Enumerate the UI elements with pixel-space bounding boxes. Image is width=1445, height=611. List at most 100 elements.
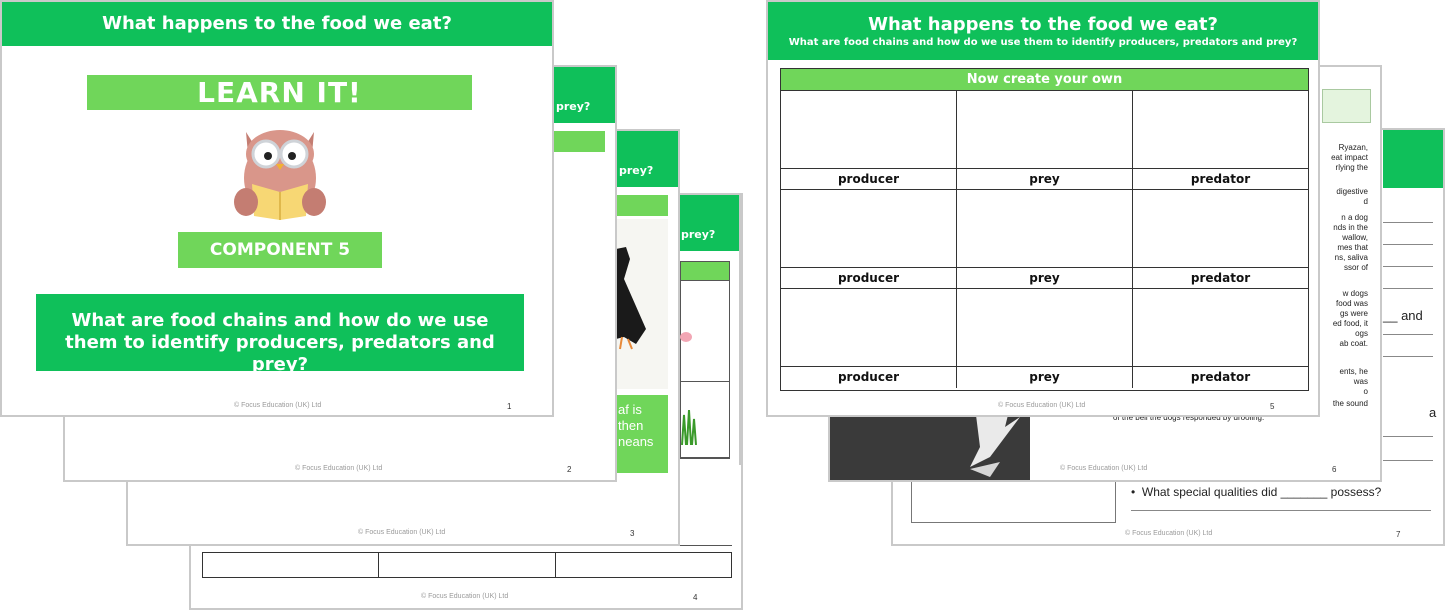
slide-4-strip-header-text: prey?	[681, 228, 716, 241]
chain-label-predator: predator	[1190, 370, 1251, 384]
slide-6-text-fragment: ab coat.	[1339, 339, 1368, 348]
slide-6-text-fragment: w dogs	[1342, 289, 1368, 298]
slide-6-text-fragment: ents, he	[1339, 367, 1368, 376]
learn-it-label: LEARN IT!	[197, 76, 362, 109]
chain-label-predator: predator	[1190, 172, 1251, 186]
slide-3-green-box	[616, 395, 668, 473]
slide-6-text-fragment: mes that	[1337, 243, 1368, 252]
slide-6-page-number: 6	[1332, 465, 1337, 474]
slide-7-page-number: 7	[1396, 530, 1401, 539]
slide-3-page-number: 3	[630, 529, 635, 538]
drawing-cell[interactable]	[781, 190, 957, 267]
slide-6-text-fragment: ogs	[1355, 329, 1368, 338]
slide-5: What happens to the food we eat? What ar…	[766, 0, 1320, 417]
slide-3-image-panel	[616, 219, 668, 389]
slide-1-footer: © Focus Education (UK) Ltd	[234, 402, 322, 409]
slide-4-footer: © Focus Education (UK) Ltd	[421, 593, 509, 600]
slide-7-rule-3	[1383, 266, 1433, 267]
drawing-cell[interactable]	[1133, 289, 1308, 366]
drawing-cell[interactable]	[957, 190, 1133, 267]
component-label: COMPONENT 5	[209, 240, 351, 260]
slide-3-header	[616, 131, 678, 187]
slide-6-text-fragment: o	[1363, 387, 1368, 396]
slide-6-text-fragment: the sound	[1332, 399, 1368, 408]
slide-6-text-fragment: digestive	[1336, 187, 1368, 196]
slide-6-text-fragment: d	[1363, 197, 1368, 206]
drawing-cell[interactable]	[1133, 190, 1308, 267]
drawing-cell[interactable]	[781, 289, 957, 366]
slide-2-header-text: prey?	[556, 100, 591, 113]
slide-1-page-number: 1	[507, 402, 512, 411]
slide-5-page-number: 5	[1270, 402, 1275, 411]
portrait-photo	[830, 407, 1030, 480]
slide-1: What happens to the food we eat? LEARN I…	[0, 0, 554, 417]
chain-label-prey: prey	[957, 367, 1133, 388]
slide-5-footer: © Focus Education (UK) Ltd	[998, 402, 1086, 409]
learn-it-banner: LEARN IT!	[87, 75, 472, 110]
slide-2-section-bar	[553, 131, 605, 152]
component-banner: COMPONENT 5	[178, 232, 382, 268]
slide-7-question-text: What special qualities did _______ posse…	[1141, 485, 1382, 499]
slide-7-rule-2	[1383, 244, 1433, 245]
slide-6-text-fragment: gs were	[1339, 309, 1368, 318]
slide-4-visible-strip: prey?	[680, 195, 741, 465]
question-text: What are food chains and how do we use t…	[65, 310, 495, 375]
slide-6-text-fragment: rlying the	[1335, 163, 1368, 172]
chain-drawing-row	[781, 91, 1308, 169]
drawing-cell[interactable]	[781, 91, 957, 168]
slide-7-rule-4	[1383, 288, 1433, 289]
slide-7-left-box	[911, 475, 1116, 523]
slide-7-answer-rule	[1131, 510, 1431, 511]
chain-label-producer: producer	[781, 169, 957, 189]
slide-4-strip-bar	[680, 261, 730, 281]
grass-image	[681, 409, 697, 445]
drawing-cell[interactable]	[957, 289, 1133, 366]
drawing-cell[interactable]	[1133, 91, 1308, 168]
slide-4-table	[201, 552, 733, 578]
slide-1-header: What happens to the food we eat?	[2, 2, 552, 46]
slide-6-last-line: of the bell the dogs responded by drooli…	[1113, 413, 1265, 422]
slide-3-green-line-2: then	[618, 418, 644, 433]
slide-7-rule-8	[1383, 460, 1433, 461]
slide-6-text-fragment: wallow,	[1342, 233, 1368, 242]
question-box: What are food chains and how do we use t…	[36, 294, 524, 375]
slide-7-rule-5	[1383, 334, 1433, 335]
slide-7-question: • What special qualities did _______ pos…	[1131, 485, 1381, 499]
slide-6-text-fragment: nds in the	[1333, 223, 1368, 232]
slide-7-fragment-a: a	[1429, 405, 1437, 420]
pink-shape	[680, 332, 692, 342]
slide-7-rule-1	[1383, 222, 1433, 223]
owl-reading-icon	[234, 130, 326, 220]
slide-2-page-number: 2	[567, 465, 572, 474]
slide-6-text-fragment: was	[1353, 377, 1368, 386]
chain-label-prey: prey	[957, 268, 1133, 288]
slide-6-text-fragment: n a dog	[1341, 213, 1368, 222]
bullet-icon: •	[1131, 485, 1142, 499]
table-title: Now create your own	[966, 72, 1123, 87]
slide-6-footer: © Focus Education (UK) Ltd	[1060, 465, 1148, 472]
chain-drawing-row	[781, 190, 1308, 268]
chain-label-prey: prey	[957, 169, 1133, 189]
slide-6-top-box	[1322, 89, 1371, 123]
slide-6-text-fragment: food was	[1335, 299, 1368, 308]
chain-label-predator: predator	[1190, 271, 1251, 285]
slide-3-green-line-3: neans	[618, 434, 654, 449]
drawing-cell[interactable]	[957, 91, 1133, 168]
chain-drawing-row	[781, 289, 1308, 367]
slide-4-strip-header	[680, 195, 739, 251]
table-title-bar: Now create your own	[781, 69, 1308, 91]
slide-5-header: What happens to the food we eat? What ar…	[768, 2, 1318, 60]
slide-3-green-line-1: af is	[618, 402, 642, 417]
chain-label-producer: producer	[781, 367, 957, 388]
slide-6-text-fragment: ed food, it	[1332, 319, 1368, 328]
slide-6-text-fragment: ssor of	[1343, 263, 1368, 272]
slide-1-title: What happens to the food we eat?	[102, 13, 452, 34]
slide-7-header	[1383, 130, 1443, 188]
slide-5-subtitle: What are food chains and how do we use t…	[788, 37, 1298, 48]
slide-2-header	[553, 67, 615, 123]
